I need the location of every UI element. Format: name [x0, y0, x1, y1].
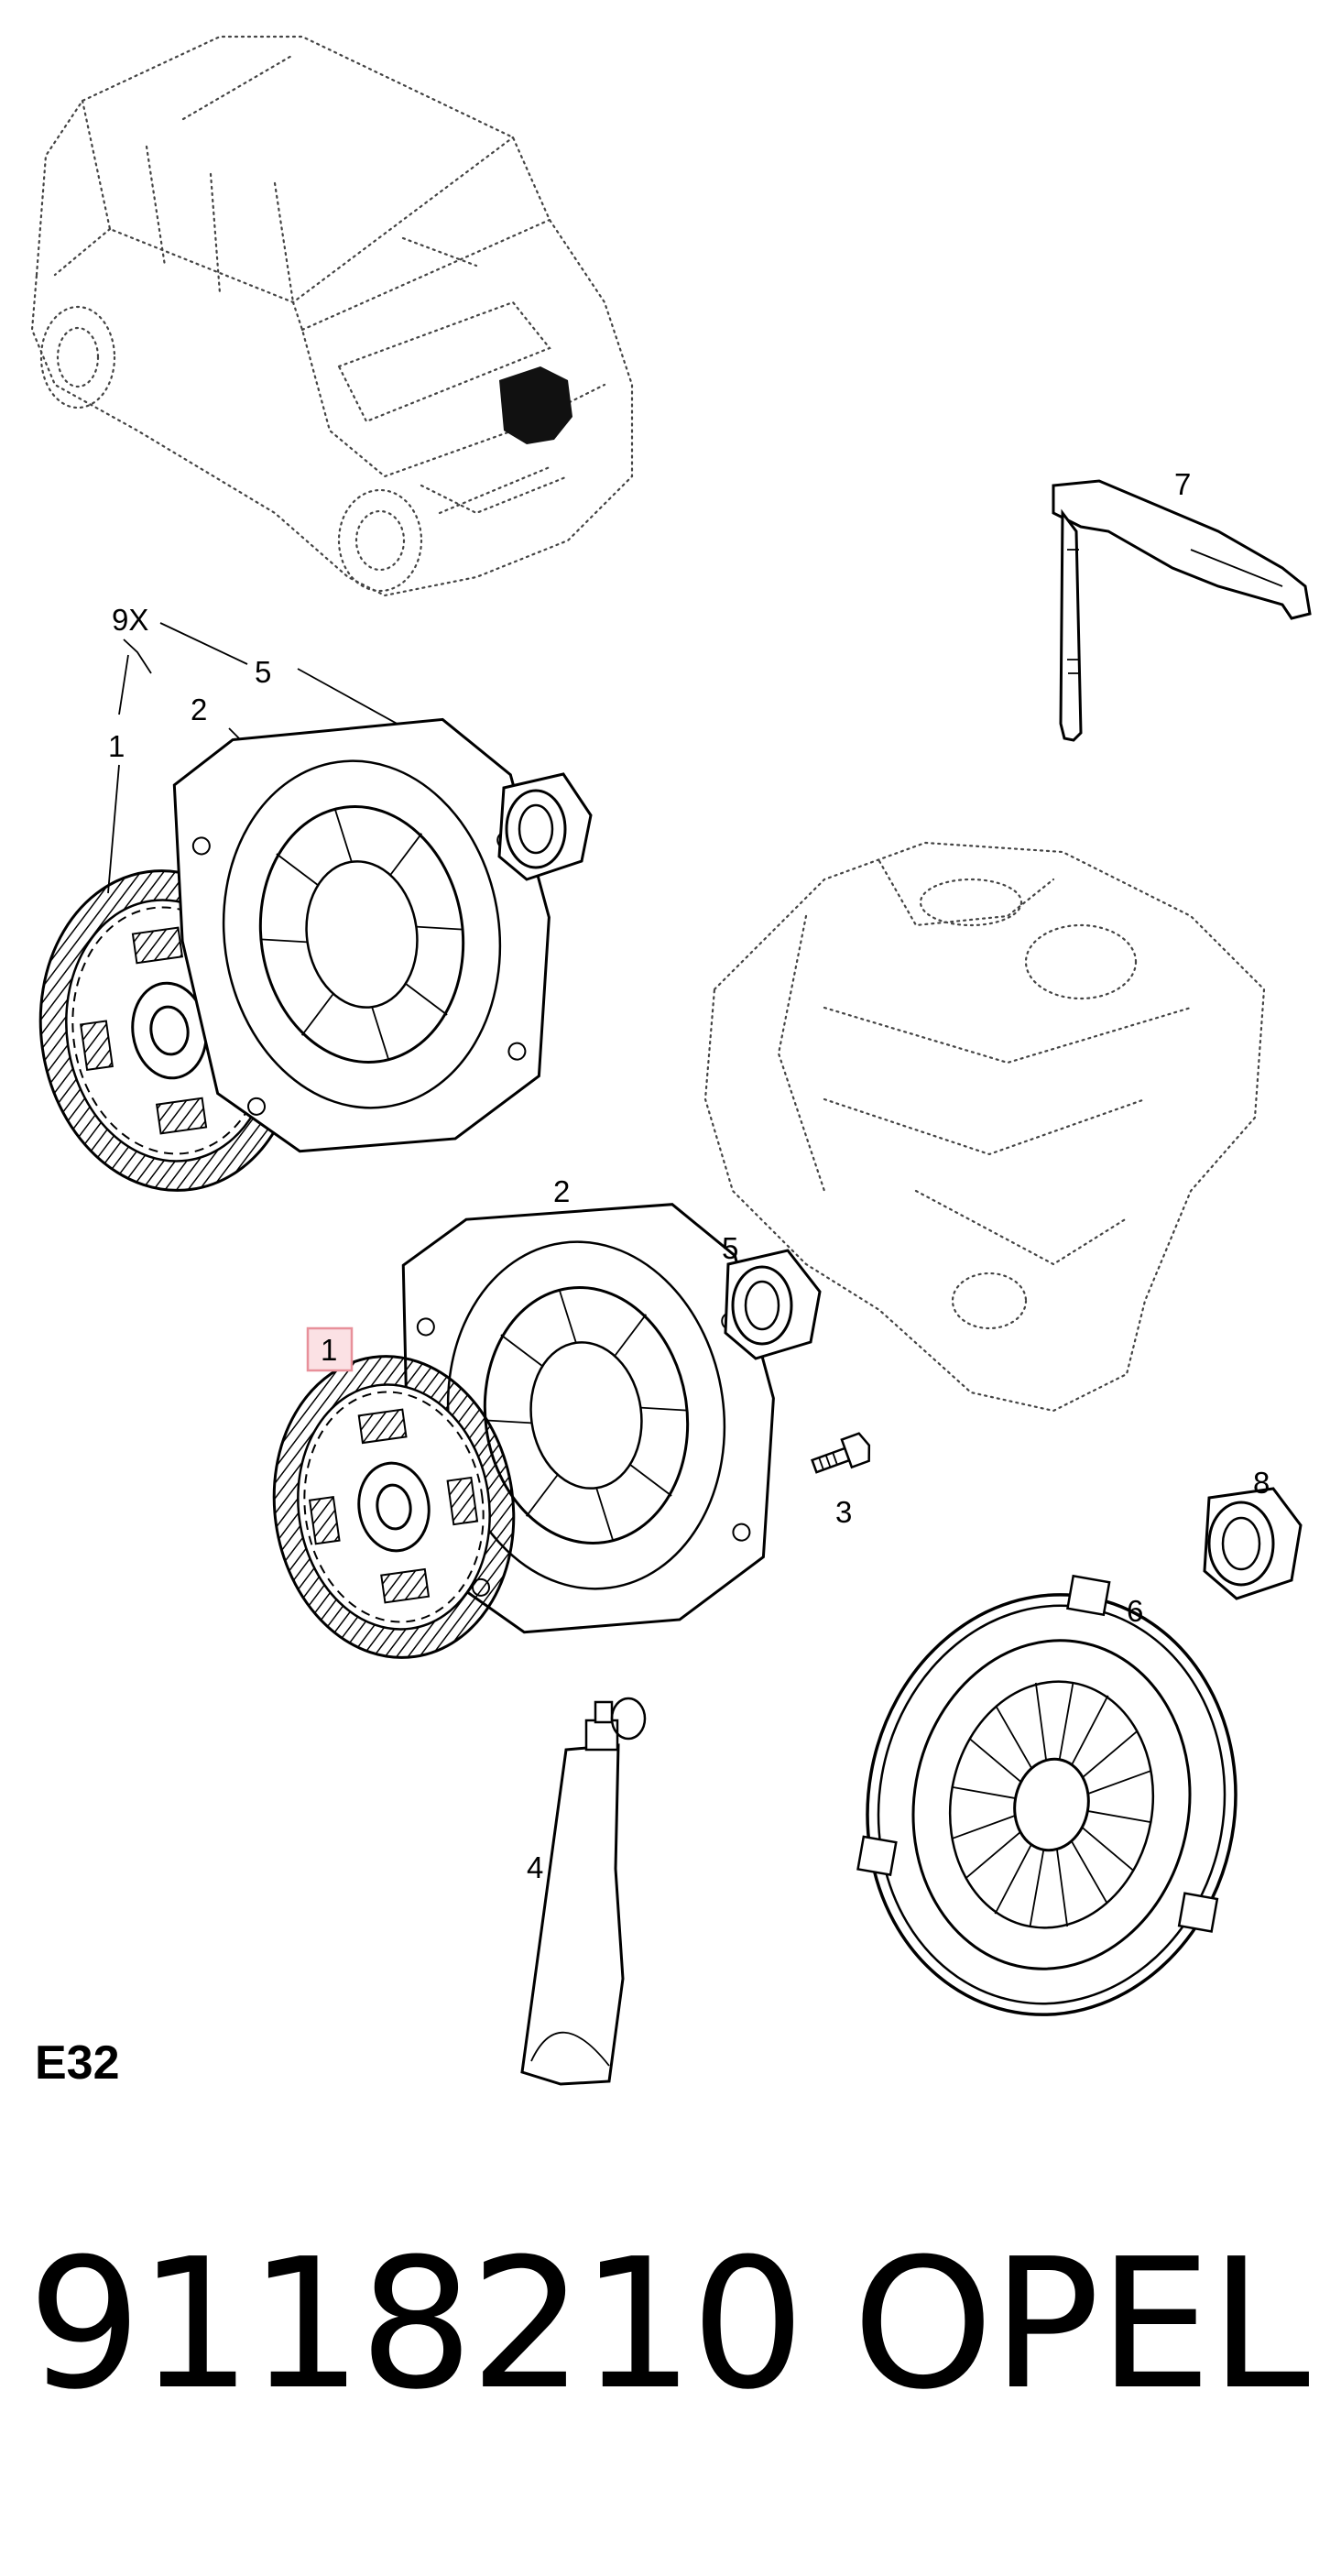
- callout-9x: 9X: [112, 603, 148, 637]
- release-bearing-right: [1203, 1487, 1303, 1600]
- clutch-disc-highlighted: [272, 1355, 516, 1659]
- clutch-cover-top: [172, 717, 551, 1153]
- callout-2-top: 2: [191, 693, 207, 726]
- vehicle-outline: [30, 35, 634, 597]
- release-bearing-top: [497, 772, 593, 881]
- callout-7: 7: [1174, 467, 1191, 501]
- callout-1-top: 1: [108, 729, 125, 763]
- callout-5-top: 5: [255, 655, 271, 689]
- release-fork: [1052, 479, 1312, 742]
- callout-8: 8: [1253, 1466, 1270, 1500]
- pressure-plate-right: [856, 1574, 1237, 2016]
- callout-4: 4: [527, 1850, 543, 1884]
- callouts: 9X 1 2 5 7 2 5 1 3 8 6 4: [108, 467, 1270, 1884]
- release-bearing-mid: [724, 1249, 822, 1360]
- callout-2-mid: 2: [553, 1174, 570, 1208]
- bolt: [811, 1432, 871, 1474]
- callout-5-mid: 5: [722, 1231, 738, 1265]
- clutch-location-marker: [499, 366, 572, 444]
- part-number: 9118210: [27, 2221, 805, 2429]
- brand-name: OPEL: [852, 2221, 1310, 2429]
- callout-6: 6: [1127, 1594, 1143, 1628]
- highlight-box: [306, 1326, 354, 1372]
- section-code: E32: [35, 2036, 120, 2090]
- grease-tube: [520, 1697, 647, 2086]
- callout-3: 3: [835, 1495, 852, 1529]
- gearbox-outline: [703, 841, 1266, 1413]
- callout-1-highlighted: 1: [321, 1333, 337, 1367]
